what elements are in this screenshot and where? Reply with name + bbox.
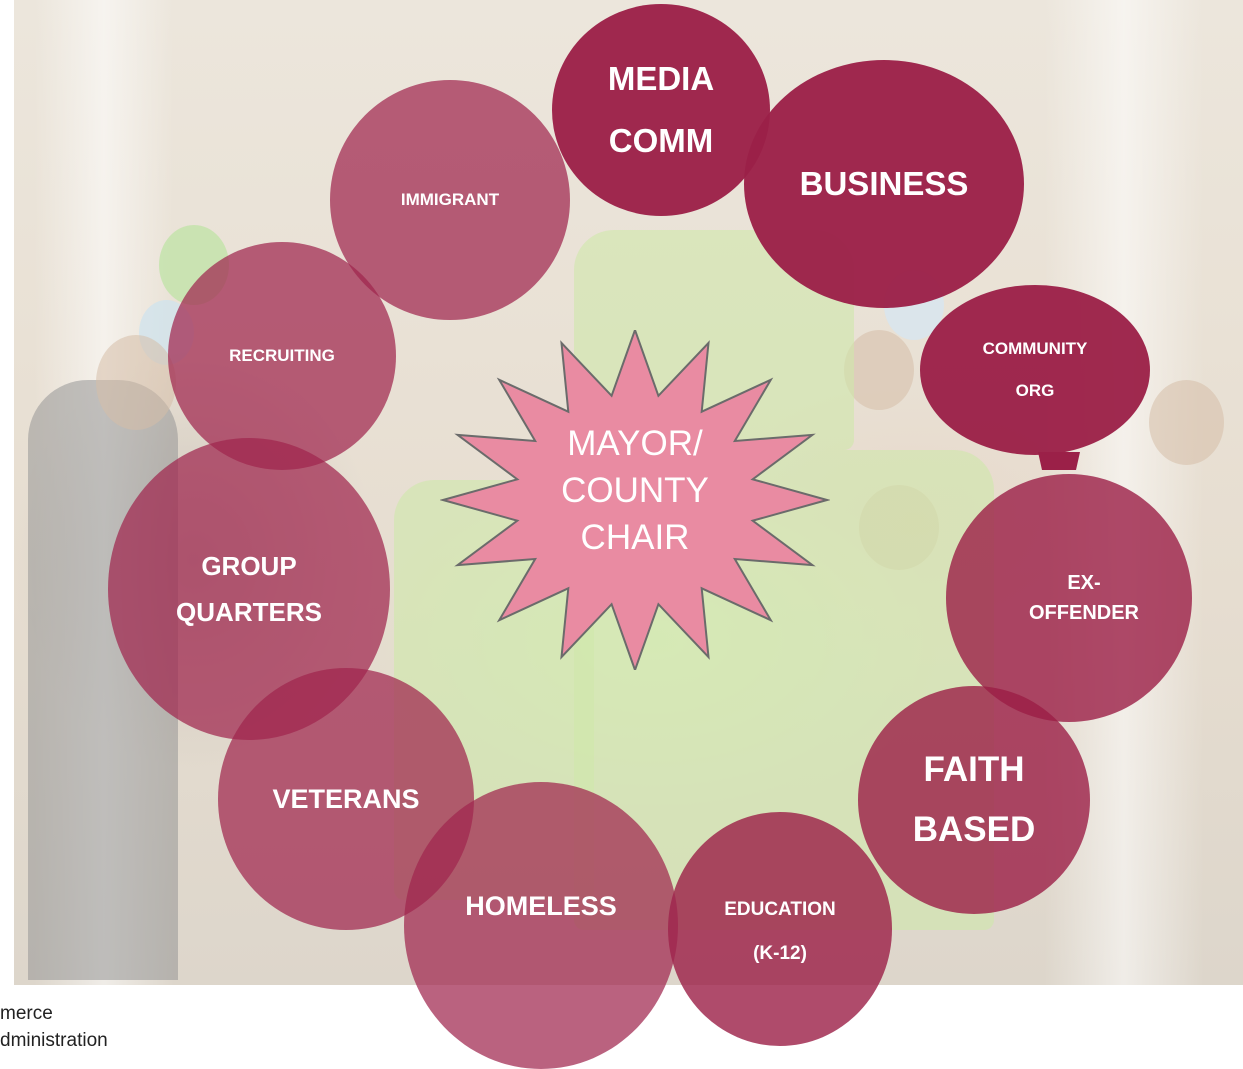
node-business-label: BUSINESS — [799, 165, 969, 202]
node-media-line-1: MEDIA — [607, 60, 715, 97]
center-star-polygon — [440, 330, 830, 670]
node-group-line-2: QUARTERS — [176, 597, 322, 627]
node-community-line-1: COMMUNITY — [982, 339, 1088, 358]
crowd-person — [1149, 380, 1224, 465]
node-faith-line-1: FAITH — [923, 750, 1025, 789]
crowd-person — [844, 330, 914, 410]
center-line-2: COUNTY — [561, 471, 709, 510]
node-recruiting: RECRUITING — [168, 242, 396, 470]
node-exoffender-line-1: EX- — [1067, 572, 1101, 594]
center-label: MAYOR/ COUNTY CHAIR — [520, 420, 750, 561]
center-star-shape — [440, 330, 830, 670]
node-faith-line-2: BASED — [912, 810, 1036, 849]
node-media-comm: MEDIA COMM — [552, 4, 770, 216]
footer-text: merce dministration — [0, 1000, 108, 1054]
node-community-org: COMMUNITY ORG — [920, 285, 1150, 455]
footer-line-1: merce — [0, 1003, 53, 1024]
footer-line-2: dministration — [0, 1030, 108, 1051]
node-education: EDUCATION (K-12) — [668, 812, 892, 1046]
node-media-line-2: COMM — [608, 122, 714, 159]
node-exoffender-line-2: OFFENDER — [1029, 602, 1139, 624]
center-line-3: CHAIR — [580, 518, 690, 557]
node-homeless: HOMELESS — [404, 782, 678, 1069]
node-education-line-2: (K-12) — [753, 943, 807, 964]
node-community-line-2: ORG — [1015, 381, 1055, 400]
node-education-line-1: EDUCATION — [724, 899, 836, 920]
node-immigrant: IMMIGRANT — [330, 80, 570, 320]
crowd-person — [96, 335, 176, 430]
node-recruiting-label: RECRUITING — [229, 346, 335, 365]
node-group-line-1: GROUP — [201, 551, 297, 581]
node-immigrant-label: IMMIGRANT — [400, 190, 500, 209]
node-business: BUSINESS — [744, 60, 1024, 308]
node-ex-offender: EX- OFFENDER — [946, 474, 1192, 722]
node-homeless-label: HOMELESS — [465, 890, 617, 921]
center-line-1: MAYOR/ — [567, 424, 703, 463]
node-veterans-label: VETERANS — [272, 784, 420, 814]
down-arrow-icon — [1038, 452, 1080, 470]
node-faith-based: FAITH BASED — [858, 686, 1090, 914]
